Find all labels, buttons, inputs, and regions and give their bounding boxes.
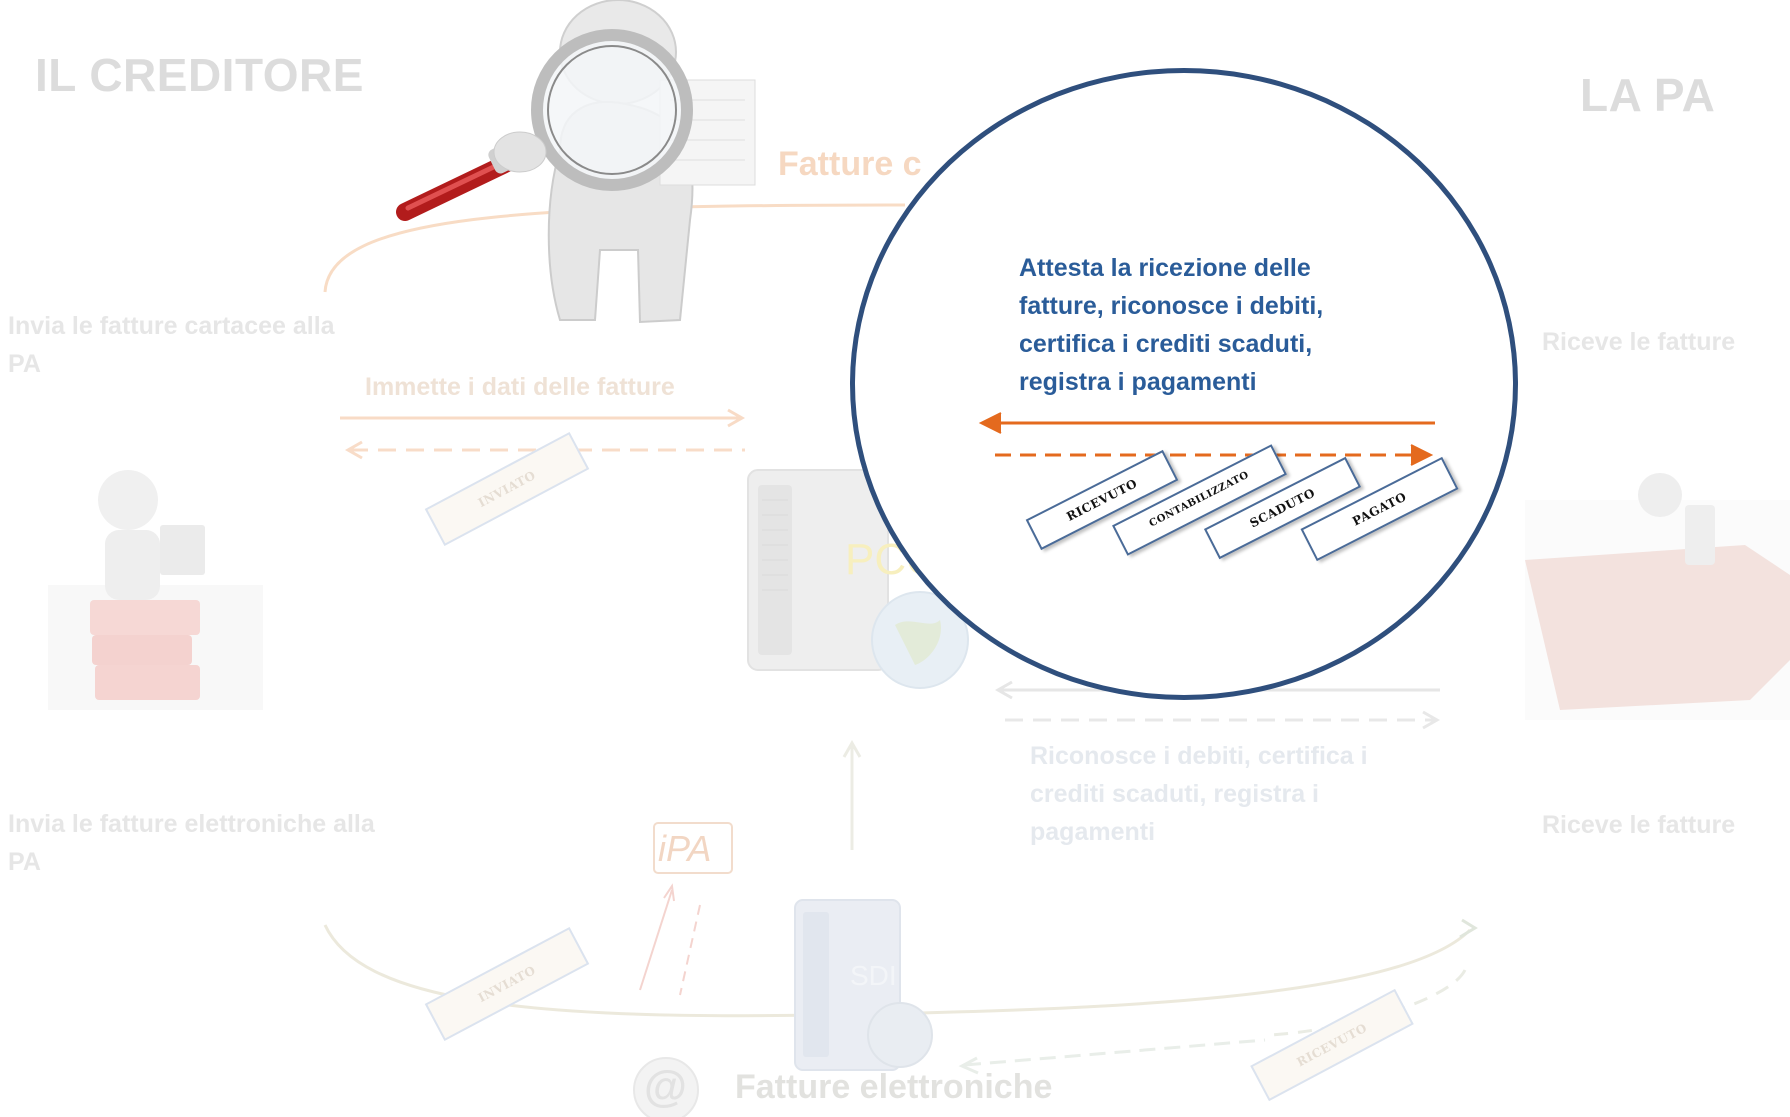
focus-arrows <box>978 412 1435 466</box>
left-top-text: Invia le fatture cartacee alla PA <box>8 312 335 378</box>
magnifier-person-icon <box>396 0 756 324</box>
pa-desk-figure-icon <box>1525 473 1790 720</box>
at-symbol: @ <box>644 1062 687 1111</box>
pcc-server-icon <box>747 469 969 689</box>
creditor-figure-icon <box>48 470 263 710</box>
email-at-icon <box>633 1057 699 1117</box>
focus-circle: Attesta la ricezione delle fatture, rico… <box>850 68 1518 700</box>
ipa-logo-box <box>653 822 733 874</box>
right-top-text: Riceve le fatture <box>1542 328 1736 356</box>
ipa-label: iPA <box>658 828 712 869</box>
paper-invoices-arc <box>323 203 906 293</box>
creditor-title: IL CREDITORE <box>35 49 364 101</box>
paper-invoices-label: Fatture c <box>778 145 922 183</box>
right-bottom-text: Riceve le fatture <box>1542 811 1736 839</box>
left-bottom-text: Invia le fatture elettroniche alla PA <box>8 810 375 876</box>
bottom-right-arrowhead <box>1459 918 1478 939</box>
input-data-text: Immette i dati delle fatture <box>365 373 675 401</box>
electronic-invoices-label: Fatture elettroniche <box>735 1068 1053 1106</box>
focus-text: Attesta la ricezione delle fatture, rico… <box>1019 254 1324 396</box>
recognize-text: Riconosce i debiti, certifica i crediti … <box>1030 742 1368 846</box>
sdi-label: SDI <box>850 960 897 991</box>
sdi-server-icon <box>794 899 933 1071</box>
pa-title: LA PA <box>1580 69 1716 121</box>
